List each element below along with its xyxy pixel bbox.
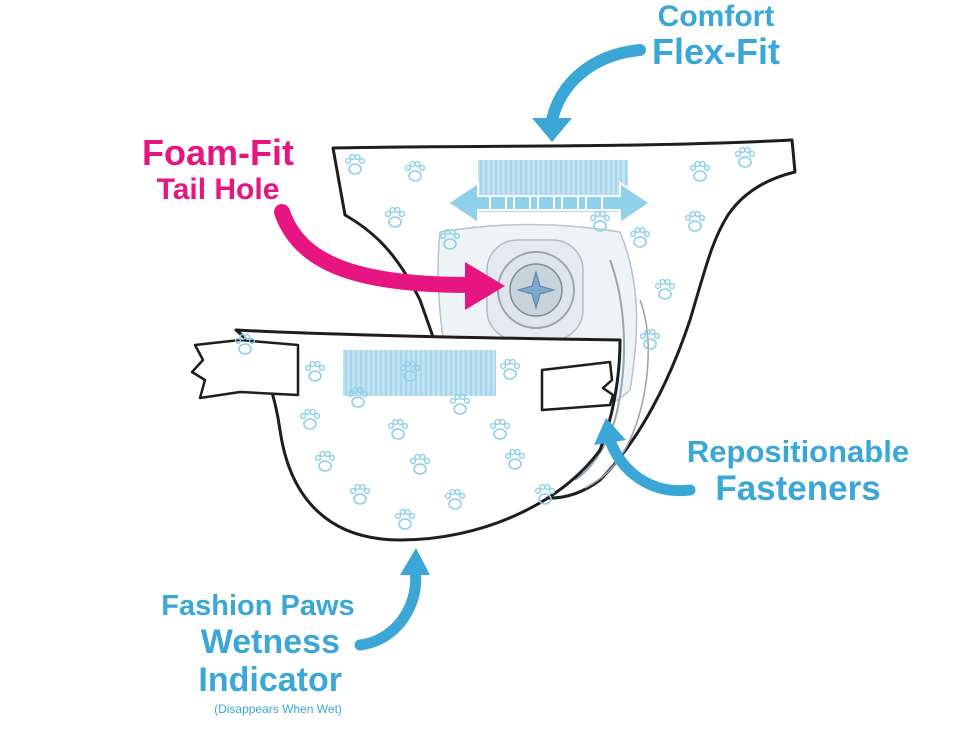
fasteners-line1: Repositionable: [686, 434, 910, 469]
flex-fit-line1: Comfort: [657, 0, 775, 33]
tail-hole-line1: Foam-Fit: [142, 132, 294, 173]
flex-fit-line2: Flex-Fit: [651, 31, 780, 72]
tail-hole-arrowhead: [465, 262, 505, 310]
flex-fit-arrowhead: [532, 118, 572, 142]
leg-ruffle: [574, 259, 626, 481]
wetness-arrow: [354, 564, 422, 651]
diaper-front-panel: [234, 328, 622, 542]
stretch-arrow: [446, 181, 652, 225]
wetness-line1: Fashion Paws: [161, 590, 355, 622]
tail-hole: [486, 239, 584, 341]
tail-hole-callout: Foam-Fit Tail Hole: [118, 135, 318, 205]
left-fastener-tab: [190, 338, 300, 400]
tail-hole-arrow: [274, 204, 478, 293]
flex-fit-arrow: [546, 44, 646, 126]
fasteners-arrow: [604, 434, 696, 497]
flex-fit-callout: Comfort Flex-Fit: [636, 2, 796, 70]
wetness-arrowhead: [400, 548, 430, 575]
front-waistband: [343, 350, 496, 396]
wetness-note: (Disappears When Wet): [214, 702, 342, 716]
tail-hole-line2: Tail Hole: [156, 173, 280, 206]
right-fastener-tab: [540, 360, 615, 412]
wetness-callout: Fashion Paws Wetness Indicator (Disappea…: [138, 590, 378, 716]
fasteners-line2: Fasteners: [715, 469, 881, 508]
wetness-line2: Wetness: [200, 623, 340, 661]
fasteners-callout: Repositionable Fasteners: [662, 436, 934, 506]
wetness-line3: Indicator: [198, 661, 342, 699]
fasteners-arrowhead: [594, 418, 626, 445]
